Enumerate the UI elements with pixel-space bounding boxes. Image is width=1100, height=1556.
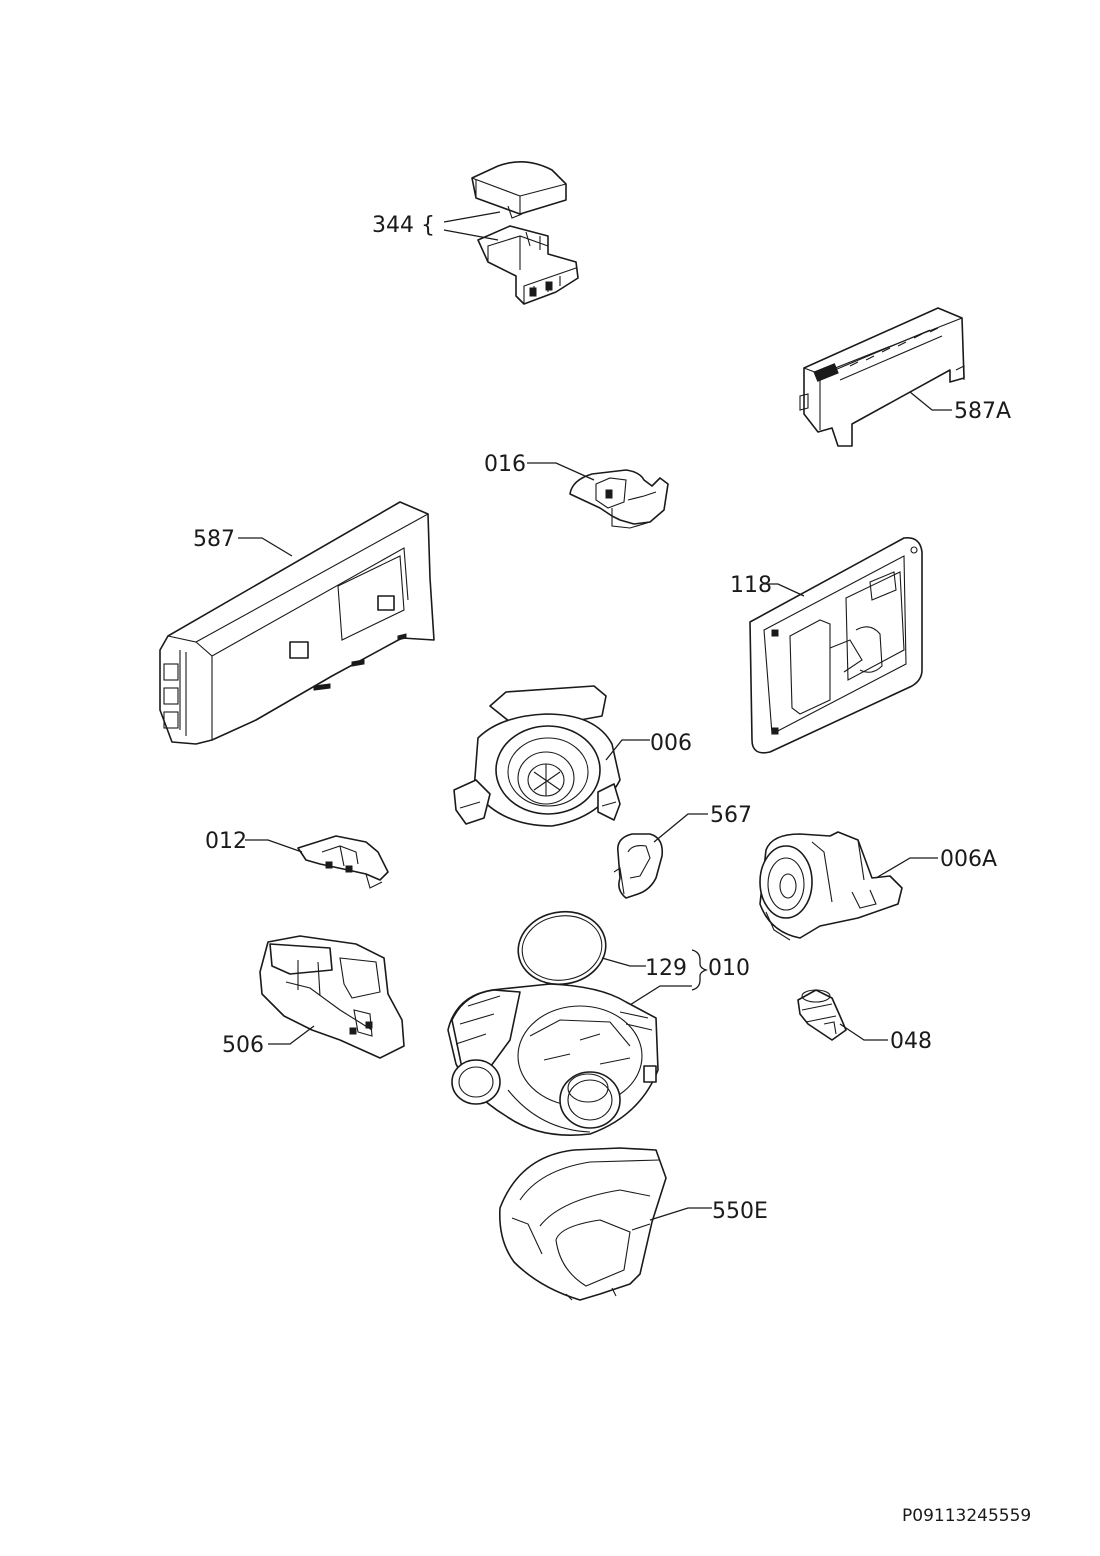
label-006: 006	[650, 731, 692, 756]
leader-550E	[649, 1207, 712, 1221]
brace-010	[691, 949, 709, 991]
label-129: 129	[645, 956, 687, 981]
label-048: 048	[890, 1029, 932, 1054]
part-129-gasket	[517, 910, 607, 986]
part-567-clip	[613, 833, 664, 899]
leader-010	[621, 985, 692, 1011]
part-012-sensor	[297, 835, 389, 889]
leader-118	[764, 583, 805, 597]
part-587-main-module	[159, 501, 435, 745]
part-048-pressure-switch	[797, 989, 847, 1041]
leader-506	[268, 1025, 315, 1045]
leader-006A	[875, 857, 938, 879]
leader-016	[527, 462, 595, 481]
label-006A: 006A	[940, 847, 997, 872]
leader-587A	[909, 391, 952, 411]
part-006-circulation-pump	[453, 685, 621, 827]
label-567: 567	[710, 803, 752, 828]
label-012: 012	[205, 829, 247, 854]
label-587: 587	[193, 527, 235, 552]
label-010: 010	[708, 956, 750, 981]
label-118: 118	[730, 573, 772, 598]
part-587A-display-board	[799, 307, 965, 447]
leader-048	[839, 1023, 888, 1041]
document-id: P09113245559	[902, 1506, 1031, 1526]
label-587A: 587A	[954, 399, 1011, 424]
label-506: 506	[222, 1033, 264, 1058]
part-016-door-switch	[569, 469, 669, 529]
label-016: 016	[484, 452, 526, 477]
leader-012	[245, 839, 303, 853]
leader-344	[443, 211, 501, 241]
leader-567	[653, 813, 708, 843]
part-118-dispenser	[749, 536, 923, 754]
leader-129	[601, 957, 646, 967]
label-344: 344 {	[372, 213, 435, 238]
part-550E-insulation-cover	[498, 1147, 667, 1301]
part-344-cover	[471, 161, 567, 219]
part-506-distributor	[259, 935, 405, 1059]
label-550E: 550E	[712, 1199, 768, 1224]
leader-587	[238, 537, 293, 557]
leader-006	[605, 739, 650, 761]
part-344-relay	[477, 225, 579, 305]
part-010-heat-pump	[447, 983, 659, 1136]
part-006A-drain-pump	[759, 831, 903, 941]
